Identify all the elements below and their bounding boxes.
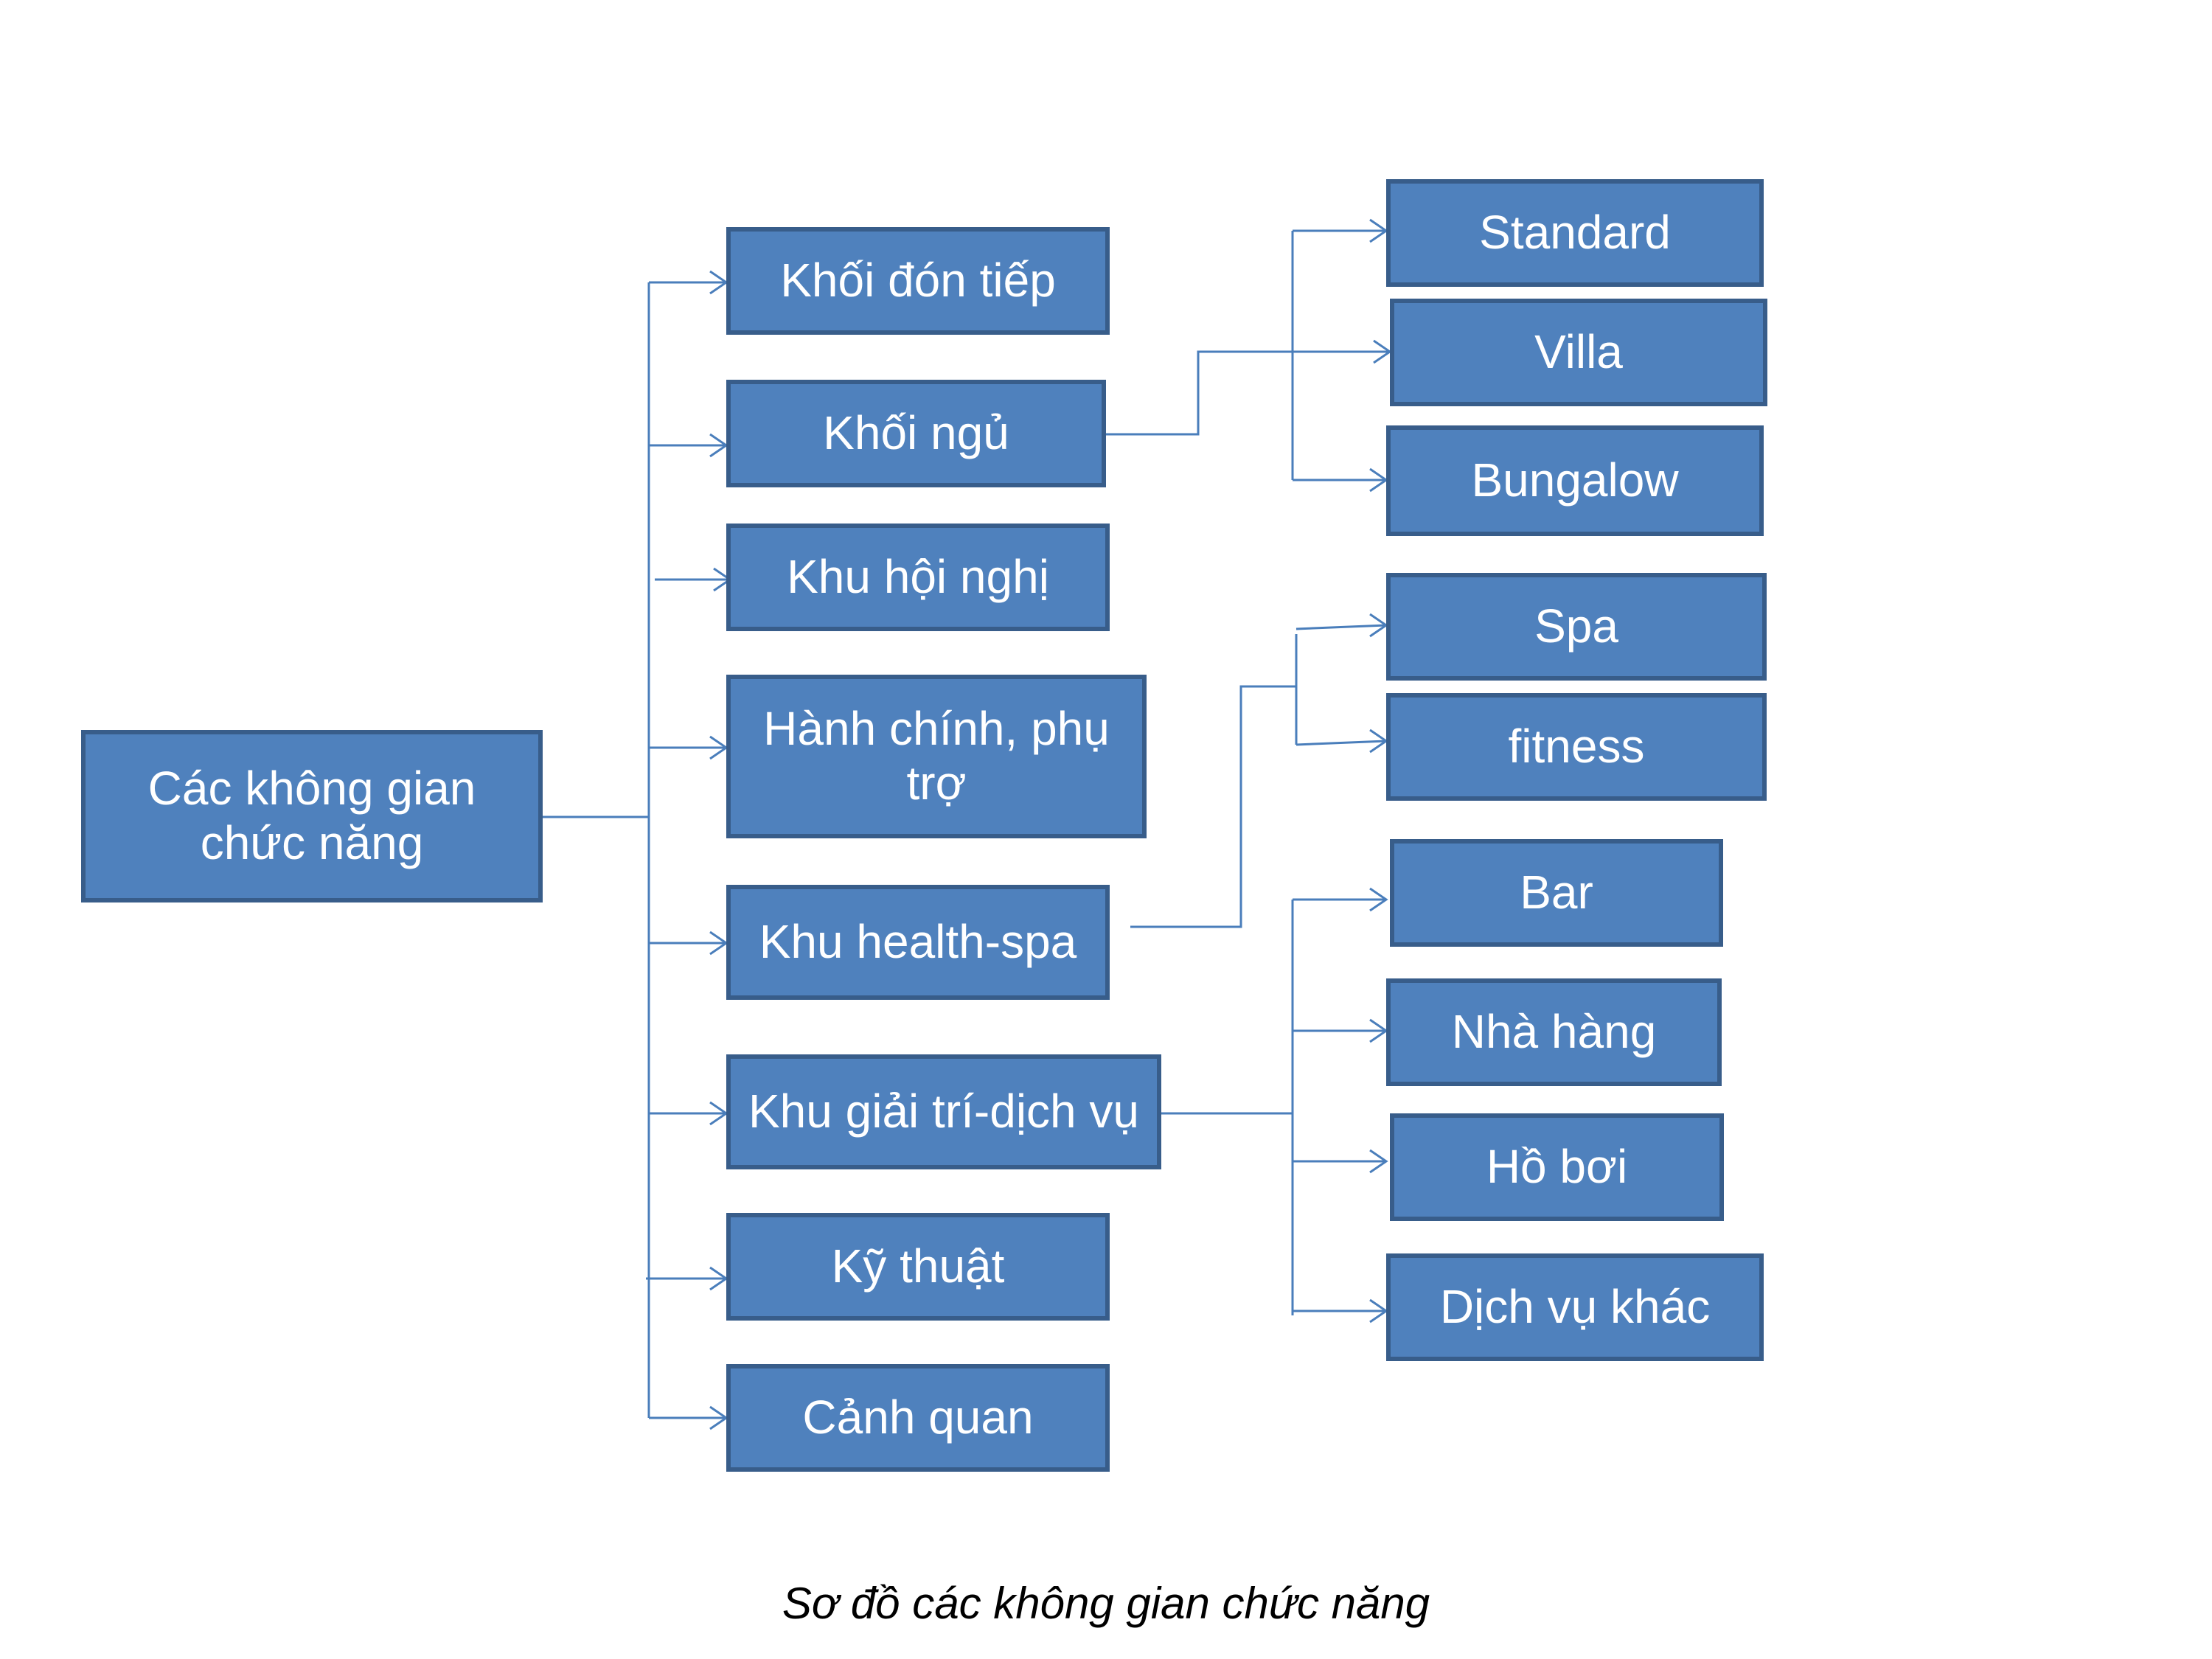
node-bar-label: Bar	[1520, 866, 1593, 919]
node-standard: Standard	[1386, 179, 1764, 287]
arrowhead-ho-boi	[1369, 1149, 1388, 1174]
node-dich-vu-khac: Dịch vụ khác	[1386, 1253, 1764, 1361]
node-khu-giai-tri-dich-vu: Khu giải trí-dịch vụ	[726, 1054, 1161, 1169]
node-bar: Bar	[1390, 839, 1723, 947]
node-spa-label: Spa	[1534, 599, 1618, 653]
node-villa-label: Villa	[1534, 325, 1623, 379]
node-hanh-chinh-phu-tro-label: Hành chính, phụ trợ	[763, 702, 1110, 810]
diagram-caption: Sơ đồ các không gian chức năng	[782, 1579, 1430, 1628]
node-khu-giai-tri-dich-vu-label: Khu giải trí-dịch vụ	[748, 1085, 1140, 1138]
node-khoi-don-tiep: Khối đón tiếp	[726, 227, 1110, 335]
arrowhead-bar	[1369, 887, 1388, 912]
node-khoi-ngu-label: Khối ngủ	[823, 406, 1009, 460]
node-bungalow-label: Bungalow	[1471, 453, 1679, 507]
node-standard-label: Standard	[1479, 206, 1671, 260]
node-khu-health-spa: Khu health-spa	[726, 885, 1110, 1000]
node-khu-hoi-nghi: Khu hội nghị	[726, 524, 1110, 631]
root-node: Các không gian chức năng	[81, 730, 543, 902]
node-ho-boi-label: Hồ bơi	[1486, 1140, 1628, 1194]
node-khu-hoi-nghi-label: Khu hội nghị	[787, 550, 1049, 604]
node-nha-hang-label: Nhà hàng	[1451, 1005, 1657, 1059]
node-nha-hang: Nhà hàng	[1386, 978, 1722, 1086]
node-khoi-don-tiep-label: Khối đón tiếp	[780, 254, 1056, 307]
node-dich-vu-khac-label: Dịch vụ khác	[1439, 1280, 1711, 1334]
node-canh-quan: Cảnh quan	[726, 1364, 1110, 1472]
node-ky-thuat: Kỹ thuật	[726, 1213, 1110, 1321]
node-hanh-chinh-phu-tro: Hành chính, phụ trợ	[726, 675, 1147, 838]
connector-spa-out	[1130, 685, 1296, 928]
node-villa: Villa	[1390, 299, 1767, 406]
connector-to-spa	[1295, 624, 1387, 630]
root-node-label: Các không gian chức năng	[147, 762, 476, 869]
node-ky-thuat-label: Kỹ thuật	[831, 1239, 1005, 1293]
node-fitness-label: fitness	[1508, 720, 1645, 773]
node-fitness: fitness	[1386, 693, 1767, 801]
node-spa: Spa	[1386, 573, 1767, 681]
connector-to-fitness	[1295, 740, 1387, 746]
node-bungalow: Bungalow	[1386, 425, 1764, 536]
node-ho-boi: Hồ bơi	[1390, 1113, 1724, 1221]
connector-ngu-out	[1104, 350, 1390, 436]
node-khu-health-spa-label: Khu health-spa	[759, 915, 1077, 969]
node-khoi-ngu: Khối ngủ	[726, 380, 1106, 487]
node-canh-quan-label: Cảnh quan	[802, 1391, 1034, 1444]
